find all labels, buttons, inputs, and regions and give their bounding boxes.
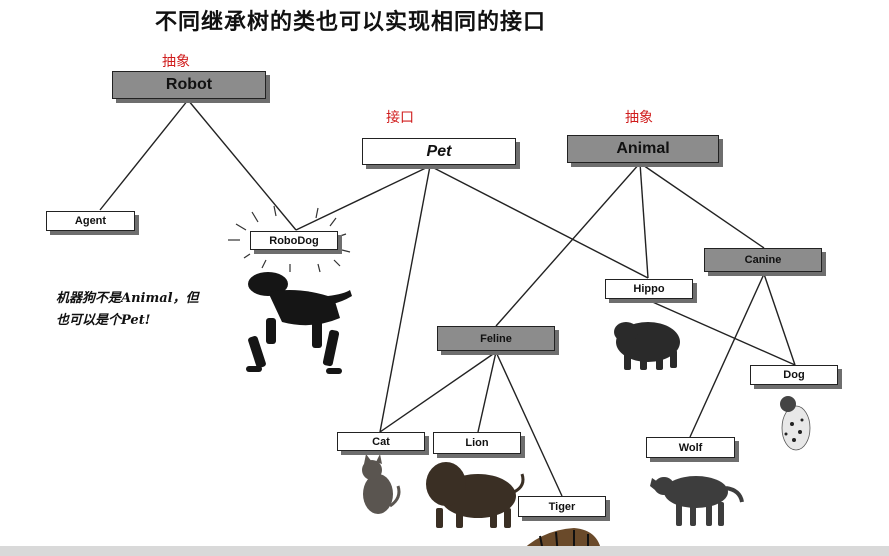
line-animal-canine xyxy=(639,162,765,249)
node-animal: Animal xyxy=(567,135,719,163)
node-lion: Lion xyxy=(433,432,521,454)
node-pet: Pet xyxy=(362,138,516,165)
node-cat: Cat xyxy=(337,432,425,451)
node-robot: Robot xyxy=(112,71,266,99)
node-agent: Agent xyxy=(46,211,135,231)
node-robodog: RoboDog xyxy=(250,231,338,250)
line-robot-agent xyxy=(99,99,189,211)
diagram-title: 不同继承树的类也可以实现相同的接口 xyxy=(155,10,547,35)
handwritten-note: 机器狗不是Animal，但 也可以是个Pet! xyxy=(56,288,199,332)
line-animal-feline xyxy=(495,162,641,327)
hippo-image xyxy=(614,322,680,370)
animal-abstract-annotation: 抽象 xyxy=(625,110,653,126)
note-line-1: 机器狗不是Animal，但 xyxy=(56,291,199,306)
line-canine-dog xyxy=(763,273,796,366)
line-animal-hippo xyxy=(639,162,649,279)
line-pet-hippo xyxy=(429,165,649,279)
line-pet-robodog xyxy=(295,165,431,231)
robot-dog-image xyxy=(246,272,352,374)
pet-interface-annotation: 接口 xyxy=(386,110,414,126)
line-pet-dog xyxy=(647,299,796,366)
note-line-2: 也可以是个Pet! xyxy=(56,313,151,328)
lion-image xyxy=(426,462,525,528)
robot-abstract-annotation: 抽象 xyxy=(162,54,190,70)
node-hippo: Hippo xyxy=(605,279,693,299)
line-feline-cat xyxy=(379,351,497,433)
line-canine-wolf xyxy=(689,273,765,438)
robodog-glow-rays xyxy=(228,205,351,273)
node-feline: Feline xyxy=(437,326,555,351)
dog-image xyxy=(780,396,811,451)
cat-image xyxy=(362,454,401,514)
node-tiger: Tiger xyxy=(518,496,606,517)
node-wolf: Wolf xyxy=(646,437,735,458)
line-feline-lion xyxy=(477,351,497,433)
line-feline-tiger xyxy=(495,351,563,497)
wolf-image xyxy=(650,476,744,526)
line-pet-cat xyxy=(379,165,431,433)
node-canine: Canine xyxy=(704,248,822,272)
node-dog: Dog xyxy=(750,365,838,385)
line-robot-robodog xyxy=(187,99,297,231)
bottom-scroll-strip xyxy=(0,546,889,556)
